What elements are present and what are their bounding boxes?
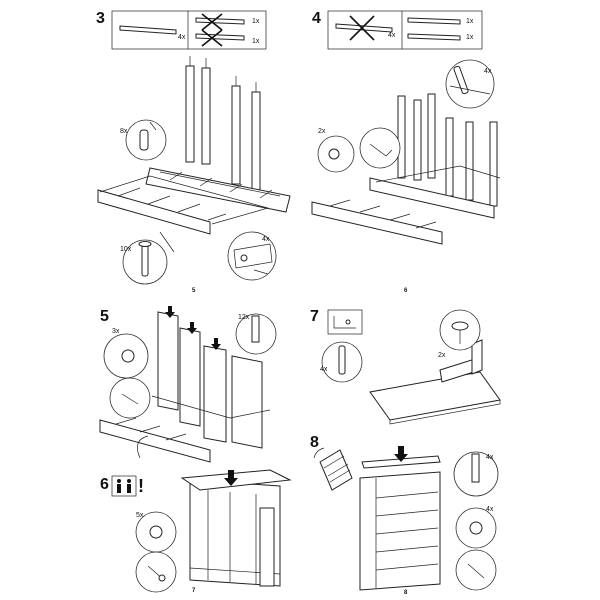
callout-quantity: 8x — [120, 128, 128, 135]
callout-quantity: 4x — [484, 68, 492, 75]
callout-quantity: 4x — [320, 366, 328, 373]
circle-detail-icon — [455, 549, 497, 591]
callout-quantity: 5x — [136, 512, 144, 519]
parts-quantity-badge: 4x — [178, 34, 186, 41]
callout-quantity: 10x — [120, 246, 132, 253]
parts-quantity-badge: 1x — [466, 34, 474, 41]
page-number: 8 — [404, 590, 408, 596]
screwdriver-icon — [147, 565, 166, 582]
step-3-number: 3 — [96, 10, 105, 27]
step-6-panel: 6 ! 5x 7 — [0, 468, 300, 600]
parts-quantity-badge: 4x — [388, 32, 396, 39]
step-8-panel: 8 4x 4x 8 — [300, 432, 600, 600]
step-4-panel: 4 4x 1x 1x — [300, 0, 600, 300]
parts-quantity-badge: 1x — [252, 18, 260, 25]
step-3-illustration — [97, 10, 291, 285]
downward-arrow-icon — [165, 306, 221, 350]
callout-quantity: 12x — [238, 314, 250, 321]
step-3-panel: 3 — [0, 0, 300, 300]
rail-part — [119, 25, 177, 35]
callout-quantity: 4x — [486, 454, 494, 461]
vertical-posts — [397, 93, 498, 207]
step-4-illustration — [311, 10, 501, 245]
warning-mark: ! — [138, 476, 144, 496]
frame-panel-right — [369, 177, 495, 219]
cabinet-rotate-icon — [313, 447, 353, 491]
frame-panel-right — [145, 167, 291, 213]
circle-detail-icon — [227, 231, 277, 281]
step-8-illustration — [313, 446, 499, 591]
downward-arrow-icon — [224, 470, 238, 486]
step-8-number: 8 — [310, 434, 319, 451]
no-sign-icon — [201, 13, 223, 47]
parts-quantity-badge: 1x — [252, 38, 260, 45]
page-number: 6 — [404, 288, 408, 294]
callout-quantity: 2x — [438, 352, 446, 359]
callout-quantity: 3x — [112, 328, 120, 335]
parts-quantity-badge: 1x — [466, 18, 474, 25]
callout-quantity: 2x — [318, 128, 326, 135]
step-7-illustration — [321, 309, 501, 425]
step-4-number: 4 — [312, 10, 321, 27]
rail-part — [407, 17, 461, 25]
step-5-number: 5 — [100, 308, 109, 325]
circle-detail-icon — [135, 551, 177, 593]
parts-box — [327, 309, 363, 335]
vertical-posts — [185, 65, 261, 191]
parts-box — [111, 10, 267, 50]
step-5-illustration — [99, 306, 277, 463]
frame-panel-left — [311, 201, 443, 245]
cabinet — [359, 471, 441, 591]
step-6-illustration — [111, 469, 292, 593]
no-sign-icon — [349, 15, 375, 41]
rail-part — [407, 33, 461, 41]
bottom-board — [369, 371, 501, 421]
two-persons-icon — [111, 475, 137, 497]
screwdriver-icon — [467, 563, 485, 579]
frame-panel — [99, 419, 211, 463]
frame-panel-left — [97, 189, 211, 235]
callout-quantity: 4x — [486, 506, 494, 513]
step-6-number: 6 — [100, 476, 109, 493]
circle-detail-icon — [109, 377, 151, 419]
step-7-panel: 7 4x 2x — [300, 300, 600, 432]
page-number: 7 — [192, 588, 196, 594]
page-number: 5 — [192, 288, 196, 294]
parts-box — [327, 10, 483, 50]
downward-arrow-icon — [394, 446, 408, 462]
callout-quantity: 4x — [262, 236, 270, 243]
circle-detail-icon — [359, 127, 401, 169]
step-5-panel: 5 3x 12x — [0, 300, 300, 468]
step-7-number: 7 — [310, 308, 319, 325]
